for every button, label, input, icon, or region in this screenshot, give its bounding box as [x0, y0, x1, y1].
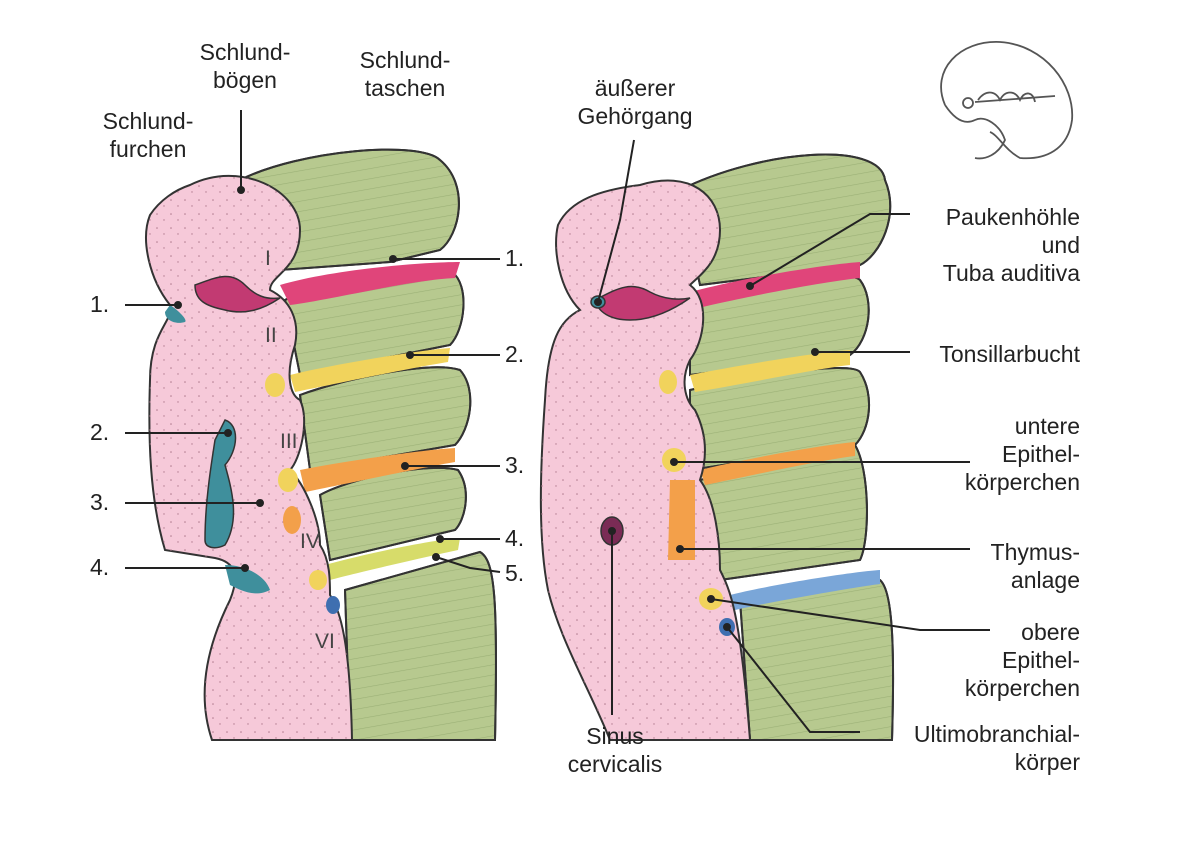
right-pouch-2: [690, 350, 850, 392]
label-schlundfurchen: Schlund- furchen: [93, 107, 203, 163]
label-ultimobranchialkoerper: Ultimobranchial- körper: [860, 720, 1080, 776]
left-pouch-3: [300, 448, 455, 492]
arch-numeral-6: VI: [315, 630, 335, 653]
embryo-icon: [940, 41, 1073, 160]
left-furchen-teal: [204, 419, 237, 549]
arch-numeral-3: III: [280, 430, 298, 453]
label-paukenhoehle-line3: Tuba auditiva: [942, 260, 1080, 286]
label-obere-line1: obere: [1021, 619, 1080, 645]
furche-number-3: 3.: [90, 489, 110, 515]
right-pouch-3: [700, 442, 855, 485]
label-ultimo-line2: körper: [1014, 749, 1080, 775]
right-thymus-blob: [668, 480, 695, 560]
label-schlundfurchen-line1: Schlund-: [102, 108, 194, 134]
arch-numeral-2: II: [265, 324, 277, 347]
label-obere-epithelkoerperchen: obere Epithel- körperchen: [900, 618, 1080, 702]
label-gehoergang-line1: äußerer: [594, 75, 676, 101]
furche-number-2: 2.: [90, 419, 110, 445]
label-schlundtaschen-line2: taschen: [364, 75, 446, 101]
left-leader-lines: [125, 110, 501, 573]
tasche-number-1: 1.: [505, 245, 525, 271]
arch-numeral-4: IV: [300, 530, 320, 553]
tasche-number-5: 5.: [505, 560, 525, 586]
right-leader-lines: [594, 139, 990, 733]
label-obere-line3: körperchen: [964, 675, 1080, 701]
label-sinus-line1: Sinus: [586, 723, 644, 749]
label-sinus-cervicalis: Sinus cervicalis: [560, 722, 670, 778]
label-untere-line3: körperchen: [964, 469, 1080, 495]
left-pouch-1: [280, 262, 460, 305]
left-yellow-blob-4: [309, 570, 327, 590]
left-orange-blob: [283, 506, 301, 534]
left-yellow-blob-2: [265, 373, 285, 397]
left-furche-1: [165, 305, 186, 323]
label-thymusanlage: Thymus- anlage: [900, 538, 1080, 594]
label-ultimo-line1: Ultimobranchial-: [913, 721, 1080, 747]
label-untere-line2: Epithel-: [1002, 441, 1080, 467]
left-blue-blob: [326, 596, 340, 614]
tasche-number-2: 2.: [505, 341, 525, 367]
label-schlundtaschen: Schlund- taschen: [350, 46, 460, 102]
label-paukenhoehle: Paukenhöhle und Tuba auditiva: [900, 203, 1080, 287]
label-sinus-line2: cervicalis: [567, 751, 663, 777]
left-magenta-pouch: [194, 275, 281, 313]
furche-number-1: 1.: [90, 291, 110, 317]
left-yellow-blob-3: [278, 468, 298, 492]
label-gehoergang-line2: Gehörgang: [577, 103, 693, 129]
left-specimen: [145, 148, 498, 741]
label-schlundboegen-line1: Schlund-: [199, 39, 291, 65]
label-thymus-line2: anlage: [1010, 567, 1080, 593]
right-pouch-1: [680, 262, 860, 310]
arch-numeral-1: I: [265, 247, 271, 270]
label-paukenhoehle-line2: und: [1041, 232, 1080, 258]
left-furche-4: [225, 565, 270, 594]
label-schlundfurchen-line2: furchen: [109, 136, 187, 162]
label-schlundboegen-line2: bögen: [213, 67, 277, 93]
label-thymus-line1: Thymus-: [990, 539, 1080, 565]
tasche-number-3: 3.: [505, 452, 525, 478]
label-untere-line1: untere: [1014, 413, 1080, 439]
label-untere-epithelkoerperchen: untere Epithel- körperchen: [900, 412, 1080, 496]
label-schlundtaschen-line1: Schlund-: [359, 47, 451, 73]
label-paukenhoehle-line1: Paukenhöhle: [945, 204, 1080, 230]
label-aeusserer-gehoergang: äußerer Gehörgang: [560, 74, 710, 130]
right-pouch-4: [730, 570, 880, 610]
right-tonsil-blob: [659, 370, 677, 394]
furche-number-4: 4.: [90, 554, 110, 580]
label-obere-line2: Epithel-: [1002, 647, 1080, 673]
right-specimen: [539, 153, 895, 741]
label-tonsillarbucht: Tonsillarbucht: [939, 341, 1080, 367]
tasche-number-4: 4.: [505, 525, 525, 551]
right-magenta-pouch: [594, 285, 691, 321]
label-schlundboegen: Schlund- bögen: [190, 38, 300, 94]
left-pouch-4: [325, 538, 460, 580]
